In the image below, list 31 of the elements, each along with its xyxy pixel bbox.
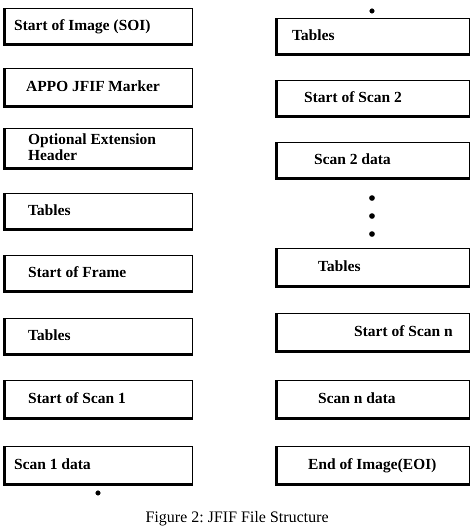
process-box <box>275 80 470 118</box>
process-box <box>275 313 470 353</box>
process-box <box>275 142 470 180</box>
box-label: Tables <box>318 258 361 276</box>
process-box <box>3 446 193 486</box>
box-label: Optional Extension Header <box>28 132 157 164</box>
process-box <box>275 380 470 420</box>
process-box <box>3 8 193 46</box>
process-box <box>3 128 193 170</box>
box-label: Scan n data <box>318 390 396 408</box>
process-box <box>3 380 193 420</box>
box-label: Start of Frame <box>28 264 126 282</box>
figure-caption: Figure 2: JFIF File Structure <box>144 509 330 527</box>
box-label: Scan 2 data <box>314 152 391 168</box>
box-label: Tables <box>292 28 335 44</box>
process-box <box>275 18 470 56</box>
box-label: Start of Scan n <box>354 324 453 340</box>
box-label: Tables <box>28 202 71 220</box>
box-label: Start of Scan 1 <box>28 390 126 408</box>
process-box <box>3 318 193 356</box>
box-label: Start of Scan 2 <box>304 90 402 106</box>
process-box <box>275 446 470 486</box>
process-box <box>3 255 193 293</box>
box-label: Start of Image (SOI) <box>14 18 150 34</box>
box-label: Tables <box>28 328 71 344</box>
process-box <box>3 193 193 231</box>
process-box <box>3 68 193 108</box>
process-box <box>275 248 470 288</box>
box-label: APPO JFIF Marker <box>26 78 160 96</box>
box-label: Scan 1 data <box>14 456 91 474</box>
box-label: End of Image(EOI) <box>308 456 436 474</box>
